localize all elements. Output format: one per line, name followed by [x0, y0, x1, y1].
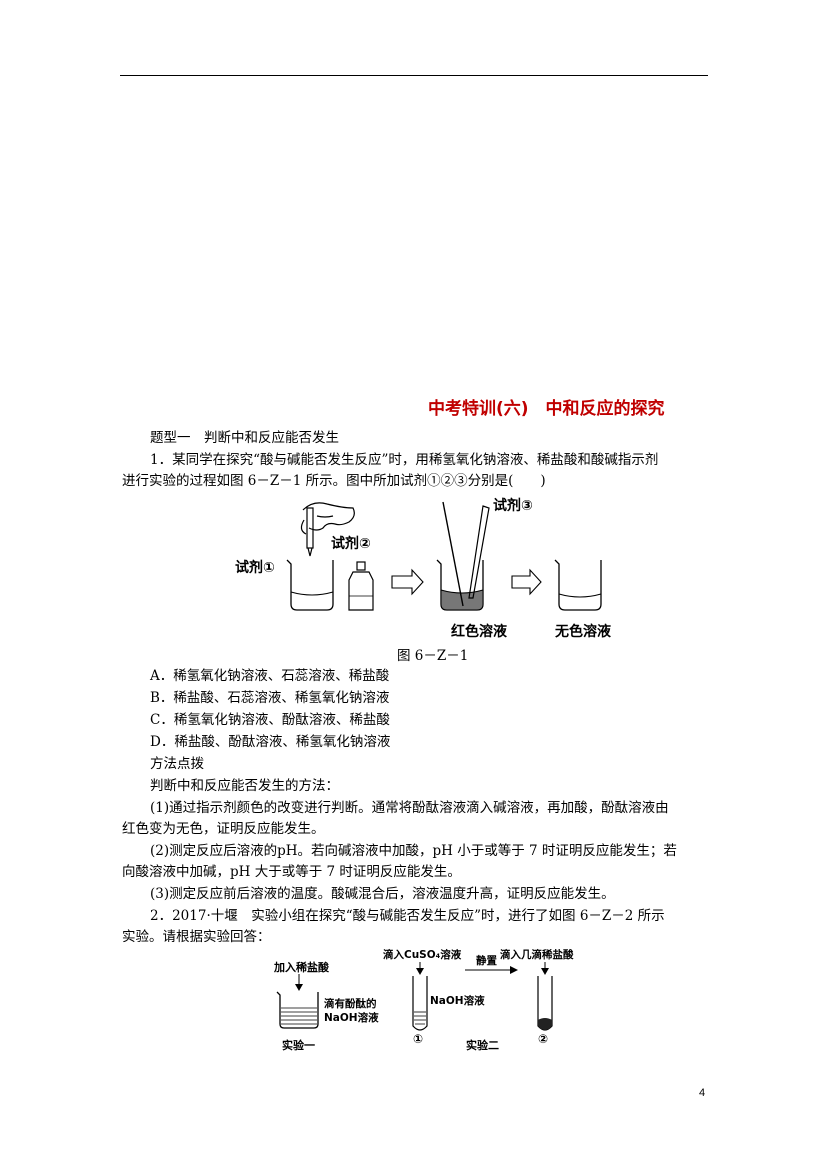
question-type-heading: 题型一 判断中和反应能否发生 — [150, 430, 339, 446]
add-cuso4-label: 滴入CuSO₄溶液 — [383, 948, 462, 961]
figure-6-z-1: 试剂① 试剂② 试剂③ 红色溶液 无色溶液 — [225, 492, 625, 647]
glass-rod — [442, 501, 464, 607]
page-title: 中考特训(六) 中和反应的探究 — [428, 399, 665, 419]
option-c: C．稀氢氧化钠溶液、酚酞溶液、稀盐酸 — [150, 712, 390, 728]
method-1-line-1: (1)通过指示剂颜色的改变进行判断。通常将酚酞溶液滴入碱溶液，再加酸，酚酞溶液由 — [150, 800, 669, 816]
phenol-naoh-label-1: 滴有酚酞的 — [324, 997, 377, 1010]
method-2-line-1: (2)测定反应后溶液的pH。若向碱溶液中加酸，pH 小于或等于 7 时证明反应能… — [150, 843, 677, 859]
beaker-1 — [286, 559, 334, 611]
arrow-1 — [391, 568, 424, 596]
naoh-solution-label: NaOH溶液 — [430, 994, 485, 1007]
red-solution-label: 红色溶液 — [451, 623, 508, 640]
reagent-2-label: 试剂② — [331, 535, 371, 552]
question-2-line-1: 2．2017·十堰 实验小组在探究“酸与碱能否发生反应”时，进行了如图 6－Z－… — [150, 908, 665, 924]
exp2-label: 实验二 — [466, 1038, 499, 1052]
question-2-line-2: 实验。请根据实验回答： — [122, 929, 271, 945]
exp1-beaker — [276, 991, 319, 1029]
dropper-1 — [300, 502, 355, 557]
method-1-line-2: 红色变为无色，证明反应能发生。 — [122, 821, 325, 837]
add-acid-label: 加入稀盐酸 — [273, 960, 330, 974]
tube-2-precipitate — [538, 1018, 552, 1030]
reagent-1-label: 试剂① — [235, 559, 275, 576]
phenol-naoh-label-2: NaOH溶液 — [324, 1011, 379, 1024]
tube-1 — [412, 976, 428, 1031]
beaker-3 — [554, 559, 602, 611]
method-2-line-2: 向酸溶液中加碱，pH 大于或等于 7 时证明反应能发生。 — [122, 864, 461, 880]
method-intro: 判断中和反应能否发生的方法： — [150, 778, 339, 794]
method-3-line-1: (3)测定反应前后溶液的温度。酸碱混合后，溶液温度升高，证明反应能发生。 — [150, 886, 615, 902]
method-heading: 方法点拨 — [150, 756, 204, 772]
figure-1-caption: 图 6－Z－1 — [397, 648, 469, 664]
stand-label: 静置 — [476, 954, 497, 967]
tube-1-number: ① — [413, 1032, 423, 1046]
beaker-2 — [436, 559, 484, 611]
page-number: 4 — [699, 1087, 706, 1099]
option-d: D．稀盐酸、酚酞溶液、稀氢氧化钠溶液 — [150, 734, 391, 750]
header-rule — [120, 75, 708, 76]
tube-2-number: ② — [538, 1032, 548, 1046]
dropper-3 — [468, 505, 490, 599]
figure-6-z-2: 加入稀盐酸 滴有酚酞的 NaOH溶液 实验一 滴入CuSO₄溶液 NaOH溶液 … — [268, 946, 598, 1056]
exp1-label: 实验一 — [282, 1038, 315, 1052]
option-a: A．稀氢氧化钠溶液、石蕊溶液、稀盐酸 — [150, 668, 390, 684]
reagent-3-label: 试剂③ — [493, 497, 533, 514]
reagent-bottle — [348, 561, 374, 611]
question-1-line-2: 进行实验的过程如图 6－Z－1 所示。图中所加试剂①②③分别是( ) — [122, 473, 546, 489]
exp1-liquid — [281, 1007, 317, 1025]
question-1-line-1: 1．某同学在探究“酸与碱能否发生反应”时，用稀氢氧化钠溶液、稀盐酸和酸碱指示剂 — [150, 452, 659, 468]
colorless-solution-label: 无色溶液 — [554, 623, 612, 640]
add-drops-acid-label: 滴入几滴稀盐酸 — [500, 948, 574, 961]
arrow-2 — [511, 568, 542, 596]
option-b: B．稀盐酸、石蕊溶液、稀氢氧化钠溶液 — [150, 690, 390, 706]
